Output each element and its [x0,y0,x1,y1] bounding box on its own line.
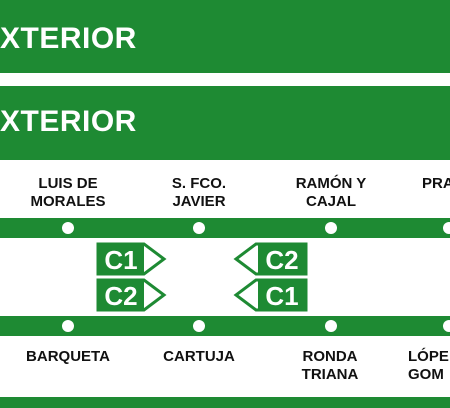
station-barqueta: BARQUETA [26,348,110,365]
band-title-top: XTERIOR [0,22,137,55]
station-dot [443,320,450,332]
station-dot [443,222,450,234]
station-luis-de-morales: LUIS DE MORALES [30,175,106,210]
station-ronda-triana: RONDA TRIANA [301,348,359,383]
route-sign-right-upper: C1 [96,242,167,276]
line-track-bottom [0,316,450,336]
exterior-band-second: XTERIOR [0,86,450,160]
station-ramon-y-cajal: RAMÓN Y CAJAL [295,175,367,210]
station-dot [193,320,205,332]
station-dot [62,222,74,234]
route-code: C2 [104,281,137,311]
station-pra: PRA [422,175,450,192]
exterior-band-bottom [0,397,450,408]
exterior-band-top: XTERIOR [0,0,450,73]
route-code: C2 [265,245,298,275]
station-s-fco-javier: S. FCO. JAVIER [171,175,227,210]
band-title-second: XTERIOR [0,105,137,138]
line-track-top [0,218,450,238]
route-sign-right-lower: C2 [96,278,167,312]
route-code: C1 [104,245,137,275]
route-sign-left-upper: C2 [233,242,308,276]
station-dot [325,222,337,234]
route-sign-left-lower: C1 [233,278,308,312]
station-cartuja: CARTUJA [163,348,235,365]
station-dot [193,222,205,234]
route-code: C1 [265,281,298,311]
station-dot [325,320,337,332]
station-dot [62,320,74,332]
station-lope-gom: LÓPE GOM [408,348,449,383]
